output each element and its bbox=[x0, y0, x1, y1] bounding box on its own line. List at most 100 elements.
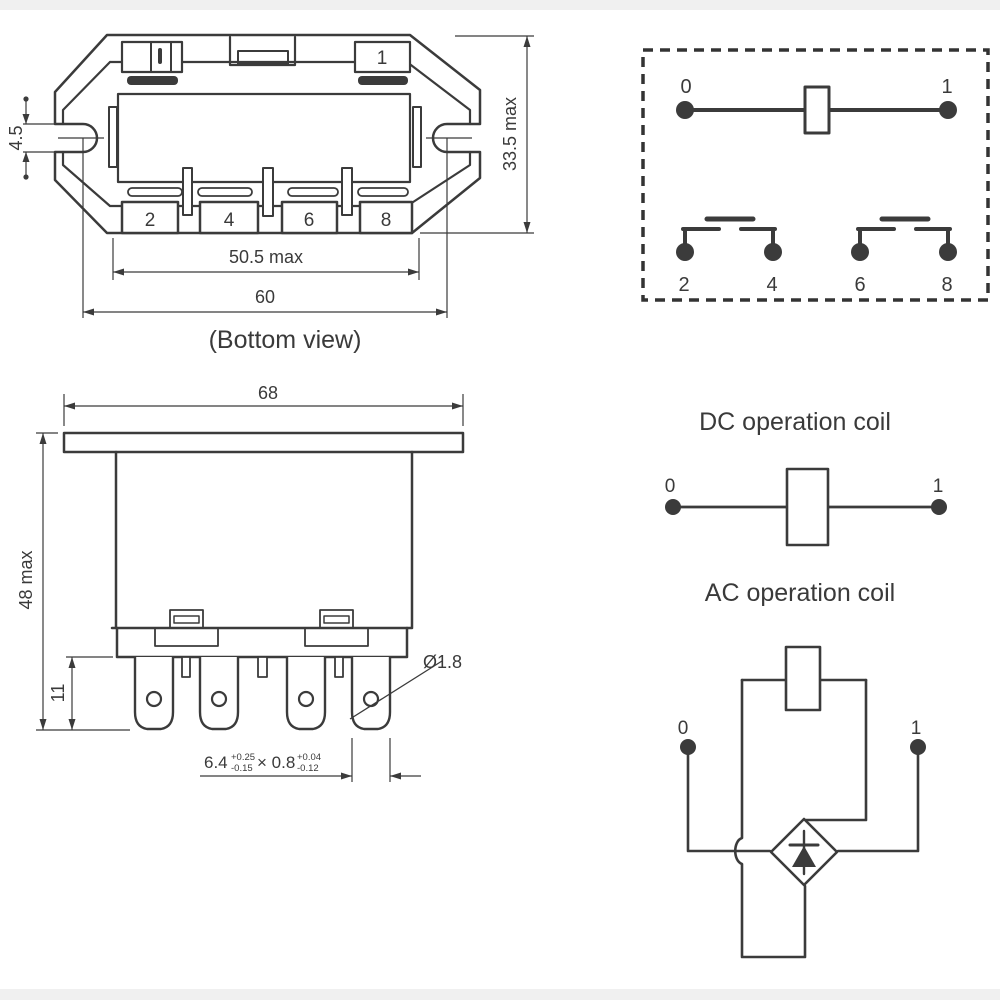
dim-notch-4-5: 4.5 bbox=[6, 96, 57, 180]
dim-blade-section: 6.4 +0.25 -0.15 × 0.8 +0.04 -0.12 bbox=[200, 738, 421, 782]
ac-terminal-0-dot bbox=[680, 739, 696, 755]
terminal-4-label: 4 bbox=[224, 210, 235, 231]
ac-coil-title: AC operation coil bbox=[705, 579, 895, 607]
schematic-label-8: 8 bbox=[941, 274, 952, 296]
ac-operation-coil: AC operation coil 0 1 bbox=[678, 579, 926, 959]
diode-triangle bbox=[792, 846, 816, 867]
terminal-2-label: 2 bbox=[145, 210, 156, 231]
contact-lead-stubs bbox=[683, 227, 950, 254]
terminal-6-cavity bbox=[280, 200, 339, 235]
dc-terminal-1-dot bbox=[931, 499, 947, 515]
terminal-arrangement-schematic: 0 1 2 4 6 8 bbox=[641, 48, 990, 302]
clip-slot-right-inner bbox=[323, 615, 350, 624]
pcb-pin-1 bbox=[181, 656, 191, 678]
dc-coil-title: DC operation coil bbox=[699, 408, 891, 436]
ac-terminal-0-wire bbox=[686, 745, 772, 853]
ac-label-1: 1 bbox=[911, 718, 922, 739]
schematic-label-4: 4 bbox=[766, 274, 777, 296]
schematic-label-1: 1 bbox=[941, 76, 952, 98]
vent-slot-4 bbox=[197, 187, 253, 197]
bottom-view: 1 2 4 6 8 4.5 bbox=[6, 33, 534, 354]
dc-coil-symbol bbox=[785, 467, 830, 547]
dc-operation-coil: DC operation coil 0 1 bbox=[665, 408, 947, 547]
divider-rib-2 bbox=[262, 167, 274, 217]
dim-width-inner-text: 50.5 max bbox=[229, 247, 303, 267]
scan-edge-bottom bbox=[0, 989, 1000, 1000]
terminal-8-label: 8 bbox=[381, 210, 392, 231]
contact-terminal-6-dot bbox=[851, 243, 869, 261]
blade-thickness-tol-minus: -0.12 bbox=[297, 763, 319, 774]
terminal-1-label: 1 bbox=[377, 48, 388, 69]
contact-terminal-8-dot bbox=[939, 243, 957, 261]
ac-label-0: 0 bbox=[678, 718, 689, 739]
base-recesses bbox=[154, 627, 369, 647]
ac-right-loop-wire bbox=[804, 678, 868, 822]
blade-hole-3 bbox=[297, 690, 315, 708]
blade-hole-4 bbox=[362, 690, 380, 708]
dc-label-1: 1 bbox=[933, 476, 944, 497]
left-side-slot bbox=[108, 106, 118, 168]
dim-height-48-text: 48 max bbox=[16, 550, 36, 609]
schematic-label-2: 2 bbox=[678, 274, 689, 296]
schematic-label-0: 0 bbox=[680, 76, 691, 98]
blade-width-text: 6.4 bbox=[204, 753, 228, 772]
hole-diameter-text: Ø1.8 bbox=[423, 652, 462, 672]
scan-edge-top bbox=[0, 0, 1000, 10]
coil-terminal-0-dividers bbox=[150, 41, 172, 73]
coil-symbol bbox=[803, 85, 831, 135]
contact-terminal-4-dot bbox=[764, 243, 782, 261]
ac-left-loop-wire bbox=[733, 678, 807, 959]
dim-terminal-11: 11 bbox=[48, 656, 113, 730]
coil-terminal-1-dot bbox=[939, 101, 957, 119]
dim-terminal-11-text: 11 bbox=[48, 684, 68, 703]
blade-hole-1 bbox=[145, 690, 163, 708]
top-left-vent-slot bbox=[127, 76, 178, 85]
ac-coil-symbol bbox=[784, 645, 822, 712]
pcb-pin-3 bbox=[334, 656, 344, 678]
blade-thickness-text: × 0.8 bbox=[257, 753, 295, 772]
vent-slot-2 bbox=[127, 187, 183, 197]
divider-rib-1 bbox=[182, 167, 193, 216]
terminal-4-cavity bbox=[198, 200, 260, 235]
terminal-base bbox=[115, 626, 409, 659]
terminal-2-cavity bbox=[120, 200, 180, 235]
contact-terminal-2-dot bbox=[676, 243, 694, 261]
top-center-tab-slot bbox=[237, 50, 289, 65]
mounting-flange bbox=[62, 431, 465, 454]
terminal-6-label: 6 bbox=[304, 210, 315, 231]
schematic-label-6: 6 bbox=[854, 274, 865, 296]
right-side-slot bbox=[412, 106, 422, 168]
dim-height-text: 33.5 max bbox=[500, 97, 520, 171]
callout-hole-diameter: Ø1.8 bbox=[349, 652, 462, 720]
terminal-8-cavity bbox=[358, 200, 414, 235]
dim-pitch-60: 60 bbox=[83, 287, 447, 316]
top-right-vent-slot bbox=[358, 76, 408, 85]
schematic-dashed-border bbox=[641, 48, 990, 302]
terminal-1-cavity bbox=[353, 40, 412, 74]
coil-terminal-0-dot bbox=[676, 101, 694, 119]
pcb-pin-2 bbox=[257, 656, 268, 678]
blade-width-tol-plus: +0.25 bbox=[231, 752, 255, 763]
dim-width-50-5: 50.5 max bbox=[112, 238, 420, 280]
case-body bbox=[110, 450, 414, 630]
blade-thickness-tol-plus: +0.04 bbox=[297, 752, 321, 763]
vent-slot-8 bbox=[357, 187, 409, 197]
dim-width-outer-text: 60 bbox=[255, 287, 275, 307]
dim-flange-68: 68 bbox=[63, 383, 464, 426]
ac-terminal-1-dot bbox=[910, 739, 926, 755]
dim-notch-text: 4.5 bbox=[6, 125, 26, 150]
bottom-view-caption: (Bottom view) bbox=[209, 326, 362, 354]
dc-terminal-0-dot bbox=[665, 499, 681, 515]
dim-flange-text: 68 bbox=[258, 383, 278, 403]
dim-height-33-5: 33.5 max bbox=[420, 35, 534, 234]
blade-hole-2 bbox=[210, 690, 228, 708]
clip-slot-right bbox=[319, 609, 354, 629]
mounting-slot-centerlines bbox=[58, 137, 472, 318]
clip-slot-left bbox=[169, 609, 204, 629]
ac-terminal-1-wire bbox=[836, 745, 920, 853]
blade-width-tol-minus: -0.15 bbox=[231, 763, 253, 774]
coil-terminal-0-pin bbox=[158, 48, 162, 64]
divider-rib-3 bbox=[341, 167, 353, 216]
